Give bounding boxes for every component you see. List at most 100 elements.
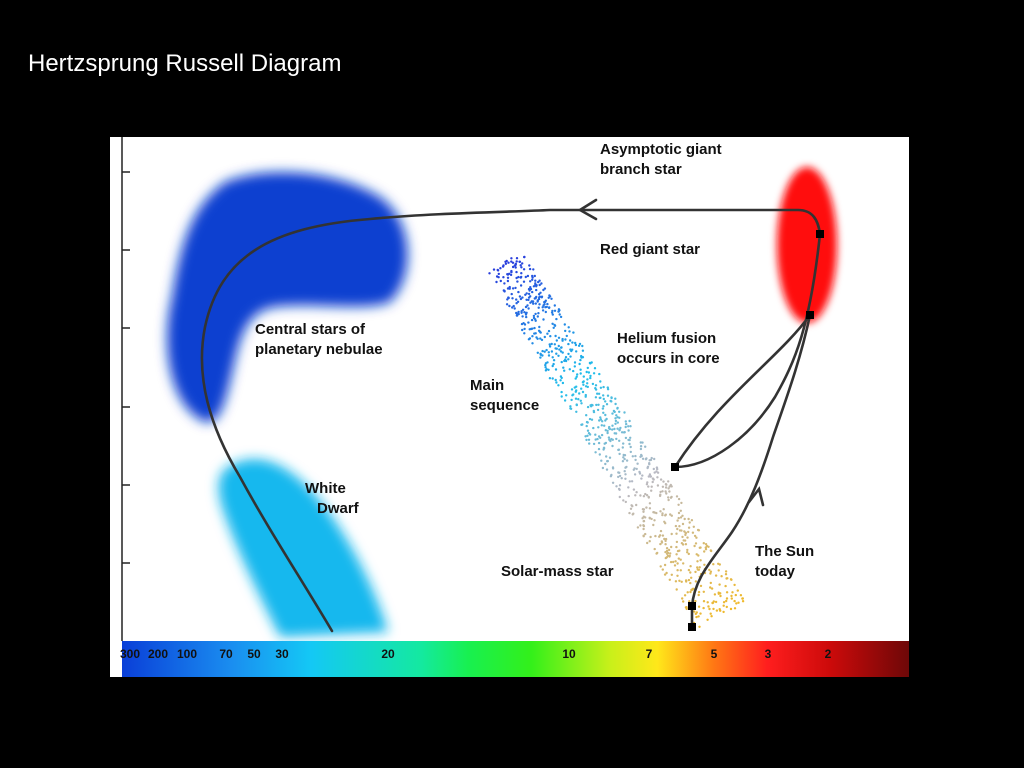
main-sequence-dot	[513, 264, 516, 267]
main-sequence-dot	[653, 519, 656, 522]
main-sequence-dot	[639, 524, 642, 527]
main-sequence-dot	[675, 495, 679, 498]
main-sequence-dot	[719, 594, 722, 598]
main-sequence-dot	[496, 268, 499, 272]
main-sequence-dot	[708, 607, 711, 611]
main-sequence-dot	[663, 563, 667, 567]
main-sequence-dot	[606, 460, 609, 463]
main-sequence-dot	[644, 492, 647, 496]
main-sequence-dot	[697, 593, 700, 597]
main-sequence-dot	[635, 491, 638, 494]
main-sequence-dot	[531, 274, 534, 278]
main-sequence-dot	[598, 372, 601, 376]
main-sequence-dot	[548, 345, 552, 348]
main-sequence-dot	[695, 536, 698, 539]
main-sequence-dot	[628, 438, 631, 442]
main-sequence-dot	[668, 554, 671, 557]
main-sequence-dot	[575, 410, 578, 413]
main-sequence-dot	[636, 526, 640, 529]
main-sequence-dot	[648, 502, 652, 505]
main-sequence-dot	[570, 349, 573, 353]
main-sequence-dot	[609, 399, 612, 403]
main-sequence-dot	[627, 486, 630, 489]
main-sequence-dot	[679, 509, 682, 512]
main-sequence-dot	[689, 590, 692, 594]
main-sequence-dot	[579, 368, 582, 371]
main-sequence-dot	[515, 302, 518, 305]
main-sequence-dot	[560, 346, 563, 349]
main-sequence-dot	[640, 454, 643, 458]
main-sequence-dot	[667, 496, 670, 499]
main-sequence-dot	[679, 516, 683, 519]
main-sequence-dot	[507, 261, 510, 264]
main-sequence-dot	[575, 389, 578, 392]
white-dwarf-region	[218, 459, 388, 637]
main-sequence-dot	[682, 539, 685, 542]
main-sequence-dot	[533, 297, 536, 300]
main-sequence-dot	[688, 600, 691, 603]
main-sequence-dot	[615, 414, 618, 417]
main-sequence-dot	[676, 569, 679, 572]
main-sequence-dot	[652, 511, 655, 514]
main-sequence-dot	[577, 398, 580, 401]
main-sequence-dot	[586, 382, 589, 385]
main-sequence-dot	[641, 457, 645, 460]
main-sequence-dot	[696, 560, 699, 563]
main-sequence-dot	[641, 441, 644, 444]
main-sequence-dot	[599, 386, 603, 389]
main-sequence-dot	[710, 587, 714, 590]
main-sequence-dot	[735, 602, 738, 605]
main-sequence-dot	[527, 287, 531, 291]
main-sequence-dot	[642, 527, 645, 531]
main-sequence-dot	[647, 475, 650, 478]
main-sequence-dot	[615, 485, 618, 488]
main-sequence-dot	[648, 459, 651, 462]
main-sequence-dot	[674, 524, 678, 528]
main-sequence-dot	[696, 566, 699, 569]
main-sequence-dot	[681, 597, 684, 600]
main-sequence-dot	[692, 525, 695, 528]
main-sequence-dot	[522, 268, 526, 271]
main-sequence-dot	[560, 360, 563, 364]
main-sequence-dot	[540, 282, 543, 285]
main-sequence-dot	[565, 334, 568, 338]
main-sequence-dot	[668, 485, 671, 488]
main-sequence-dot	[659, 478, 663, 481]
main-sequence-dot	[697, 554, 700, 557]
main-sequence-dot	[557, 310, 560, 313]
main-sequence-dot	[510, 269, 513, 273]
main-sequence-dot	[553, 343, 556, 346]
main-sequence-dot	[575, 375, 578, 378]
main-sequence-dot	[689, 571, 692, 574]
main-sequence-dot	[533, 332, 536, 335]
main-sequence-dot	[611, 412, 614, 415]
main-sequence-dot	[606, 386, 609, 389]
main-sequence-dot	[510, 292, 513, 296]
main-sequence-dot	[677, 511, 681, 515]
main-sequence-dot	[525, 298, 528, 301]
main-sequence-dot	[537, 297, 541, 301]
temperature-tick: 300	[119, 647, 141, 661]
main-sequence-dot	[647, 485, 650, 488]
main-sequence-dot	[724, 570, 728, 573]
main-sequence-dot	[628, 511, 631, 515]
main-sequence-dot	[515, 270, 518, 274]
main-sequence-dot	[549, 335, 552, 338]
main-sequence-dot	[525, 311, 528, 314]
main-sequence-dot	[519, 284, 523, 287]
main-sequence-dot	[523, 255, 526, 259]
main-sequence-dot	[604, 441, 608, 445]
main-sequence-dot	[580, 354, 583, 358]
main-sequence-dot	[565, 394, 568, 397]
main-sequence-dot	[639, 445, 643, 448]
main-sequence-dot	[495, 280, 498, 284]
main-sequence-dot	[629, 445, 632, 449]
main-sequence-dot	[545, 348, 548, 352]
main-sequence-dot	[534, 279, 537, 282]
main-sequence-dot	[599, 380, 602, 383]
main-sequence-dot	[554, 368, 558, 371]
main-sequence-dot	[622, 456, 625, 459]
main-sequence-dot	[578, 392, 581, 395]
main-sequence-dot	[695, 611, 698, 614]
main-sequence-dot	[668, 578, 671, 581]
